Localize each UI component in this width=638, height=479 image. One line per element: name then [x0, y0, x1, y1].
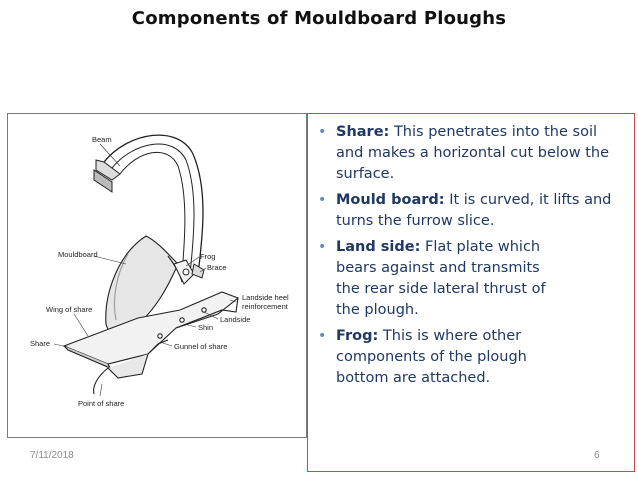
- description-box: • Share: This penetrates into the soil a…: [307, 113, 635, 472]
- bullet-list: • Share: This penetrates into the soil a…: [314, 122, 628, 394]
- label-reinforcement: reinforcement: [242, 302, 289, 311]
- label-frog: Frog: [200, 252, 215, 261]
- beam-drawing: [93, 134, 204, 275]
- label-wing-of-share: Wing of share: [46, 305, 92, 314]
- bullet-land-side: • Land side: Flat plate which bears agai…: [314, 237, 628, 321]
- slide-title: Components of Mouldboard Ploughs: [131, 8, 507, 29]
- bullet-term: Land side:: [336, 239, 421, 255]
- bullet-dot-icon: •: [318, 239, 327, 255]
- bullet-dot-icon: •: [318, 192, 327, 208]
- bullet-term: Mould board:: [336, 192, 445, 208]
- bullet-text: It is curved, it lifts and turns the fur…: [336, 192, 612, 229]
- label-mouldboard: Mouldboard: [58, 250, 98, 259]
- bullet-share: • Share: This penetrates into the soil a…: [314, 122, 628, 185]
- label-brace: Brace: [207, 263, 227, 272]
- footer-date: 7/11/2018: [30, 450, 74, 461]
- label-point-of-share: Point of share: [78, 399, 124, 408]
- bullet-mould-board: • Mould board: It is curved, it lifts an…: [314, 190, 628, 232]
- bullet-term: Share:: [336, 124, 390, 140]
- bullet-dot-icon: •: [318, 124, 327, 140]
- bullet-text: This is where other components of the pl…: [336, 328, 527, 386]
- label-landside: Landside: [220, 315, 250, 324]
- bullet-dot-icon: •: [318, 328, 327, 344]
- label-shin: Shin: [198, 323, 213, 332]
- label-beam: Beam: [92, 135, 112, 144]
- bullet-term: Frog:: [336, 328, 379, 344]
- label-gunnel-of-share: Gunnel of share: [174, 342, 227, 351]
- label-landside-heel: Landside heel: [242, 293, 289, 302]
- bullet-text: Flat plate which bears against and trans…: [336, 239, 546, 318]
- plough-diagram: Beam Frog Brace Mouldboard Landside heel…: [7, 113, 307, 438]
- label-share: Share: [30, 339, 50, 348]
- bullet-frog: • Frog: This is where other components o…: [314, 326, 628, 389]
- bullet-text: This penetrates into the soil and makes …: [336, 124, 610, 182]
- page-number: 6: [594, 450, 600, 461]
- frog-drawing: [173, 259, 205, 285]
- share-landside-drawing: [62, 291, 240, 395]
